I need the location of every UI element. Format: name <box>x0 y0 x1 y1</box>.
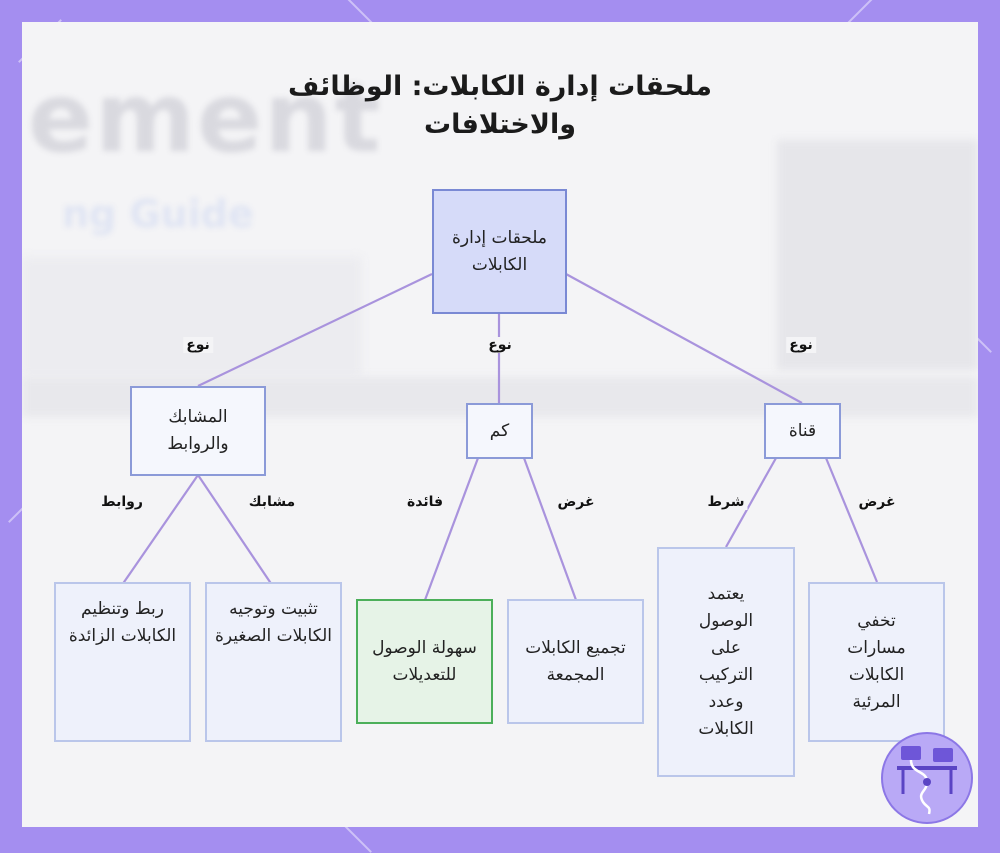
node-channel-hide: تخفي مسارات الكابلات المرئية <box>808 582 945 742</box>
edge-label-condition: شرط <box>704 494 747 510</box>
edge-label-benefit: فائدة <box>404 494 446 510</box>
edge-label-purpose-channel: غرض <box>855 494 898 510</box>
node-sleeve-bundle: تجميع الكابلات المجمعة <box>507 599 644 724</box>
edge-label-purpose-sleeve: غرض <box>554 494 597 510</box>
node-bundle-ties: ربط وتنظيم الكابلات الزائدة <box>54 582 191 742</box>
edge-label-clips: مشابك <box>246 494 298 510</box>
node-clip-secure: تثبيت وتوجيه الكابلات الصغيرة <box>205 582 342 742</box>
diagram-title: ملحقات إدارة الكابلات: الوظائف والاختلاف… <box>250 68 750 144</box>
edge-clips-secure <box>198 475 272 585</box>
edge-label-type-mid: نوع <box>485 337 515 353</box>
node-channel: قناة <box>764 403 841 459</box>
edge-label-ties: روابط <box>98 494 146 510</box>
cable-desk-logo-icon <box>881 732 973 824</box>
edge-root-channel <box>566 274 802 403</box>
node-sleeve-access: سهولة الوصول للتعديلات <box>356 599 493 724</box>
node-sleeve: كم <box>466 403 533 459</box>
edge-clips-ties <box>122 475 198 585</box>
node-clips-ties: المشابك والروابط <box>130 386 266 476</box>
edge-root-clips <box>198 274 432 386</box>
node-root: ملحقات إدارة الكابلات <box>432 189 567 314</box>
node-channel-condition: يعتمد الوصول على التركيب وعدد الكابلات <box>657 547 795 777</box>
edge-label-type-left: نوع <box>183 337 213 353</box>
edge-channel-hide <box>826 458 877 582</box>
edge-sleeve-bundle <box>524 458 576 600</box>
edge-label-type-right: نوع <box>786 337 816 353</box>
edge-sleeve-access <box>425 458 478 600</box>
